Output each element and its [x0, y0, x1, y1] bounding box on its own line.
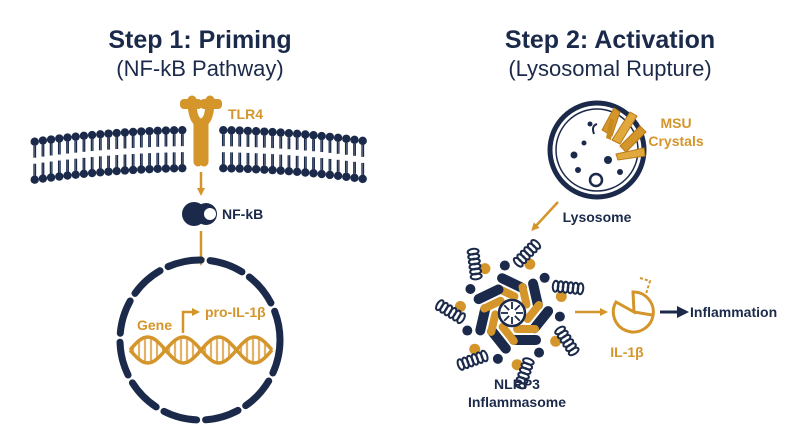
- step2-title: Step 2: Activation: [504, 26, 716, 54]
- nlrp3-label-line1: NLRP3: [494, 376, 540, 392]
- tlr4-label: TLR4: [228, 106, 263, 122]
- nfkb-label: NF-kB: [222, 206, 263, 222]
- pro-il1b-label: pro-IL-1β: [205, 304, 266, 320]
- nfkb-icon: [182, 202, 217, 226]
- il1b-icon: [611, 277, 655, 334]
- msu-crystals-icon: [601, 107, 647, 161]
- tlr4-receptor-icon: [180, 95, 222, 167]
- step2-subtitle: (Lysosomal Rupture): [508, 56, 712, 81]
- nlrp3-label-line2: Inflammasome: [468, 394, 566, 410]
- step1-title: Step 1: Priming: [108, 26, 292, 54]
- il1b-label: IL-1β: [610, 344, 644, 360]
- msu-label-line2: Crystals: [648, 133, 703, 149]
- arrow-lysosome-to-inflammasome: [531, 201, 559, 231]
- inflammasome-icon: [435, 239, 585, 390]
- gene-label: Gene: [137, 317, 172, 333]
- cell-membrane: [30, 125, 367, 184]
- transcription-arrow: [181, 308, 200, 333]
- dna-helix-icon: [128, 335, 274, 365]
- step1-heading: Step 1: Priming (NF-kB Pathway): [90, 25, 310, 83]
- nucleus-envelope: [116, 256, 284, 424]
- msu-label-line1: MSU: [660, 115, 691, 131]
- step1-subtitle: (NF-kB Pathway): [116, 56, 284, 81]
- step2-heading: Step 2: Activation (Lysosomal Rupture): [470, 25, 750, 83]
- lysosome-label: Lysosome: [563, 209, 632, 225]
- inflammation-label: Inflammation: [690, 304, 777, 320]
